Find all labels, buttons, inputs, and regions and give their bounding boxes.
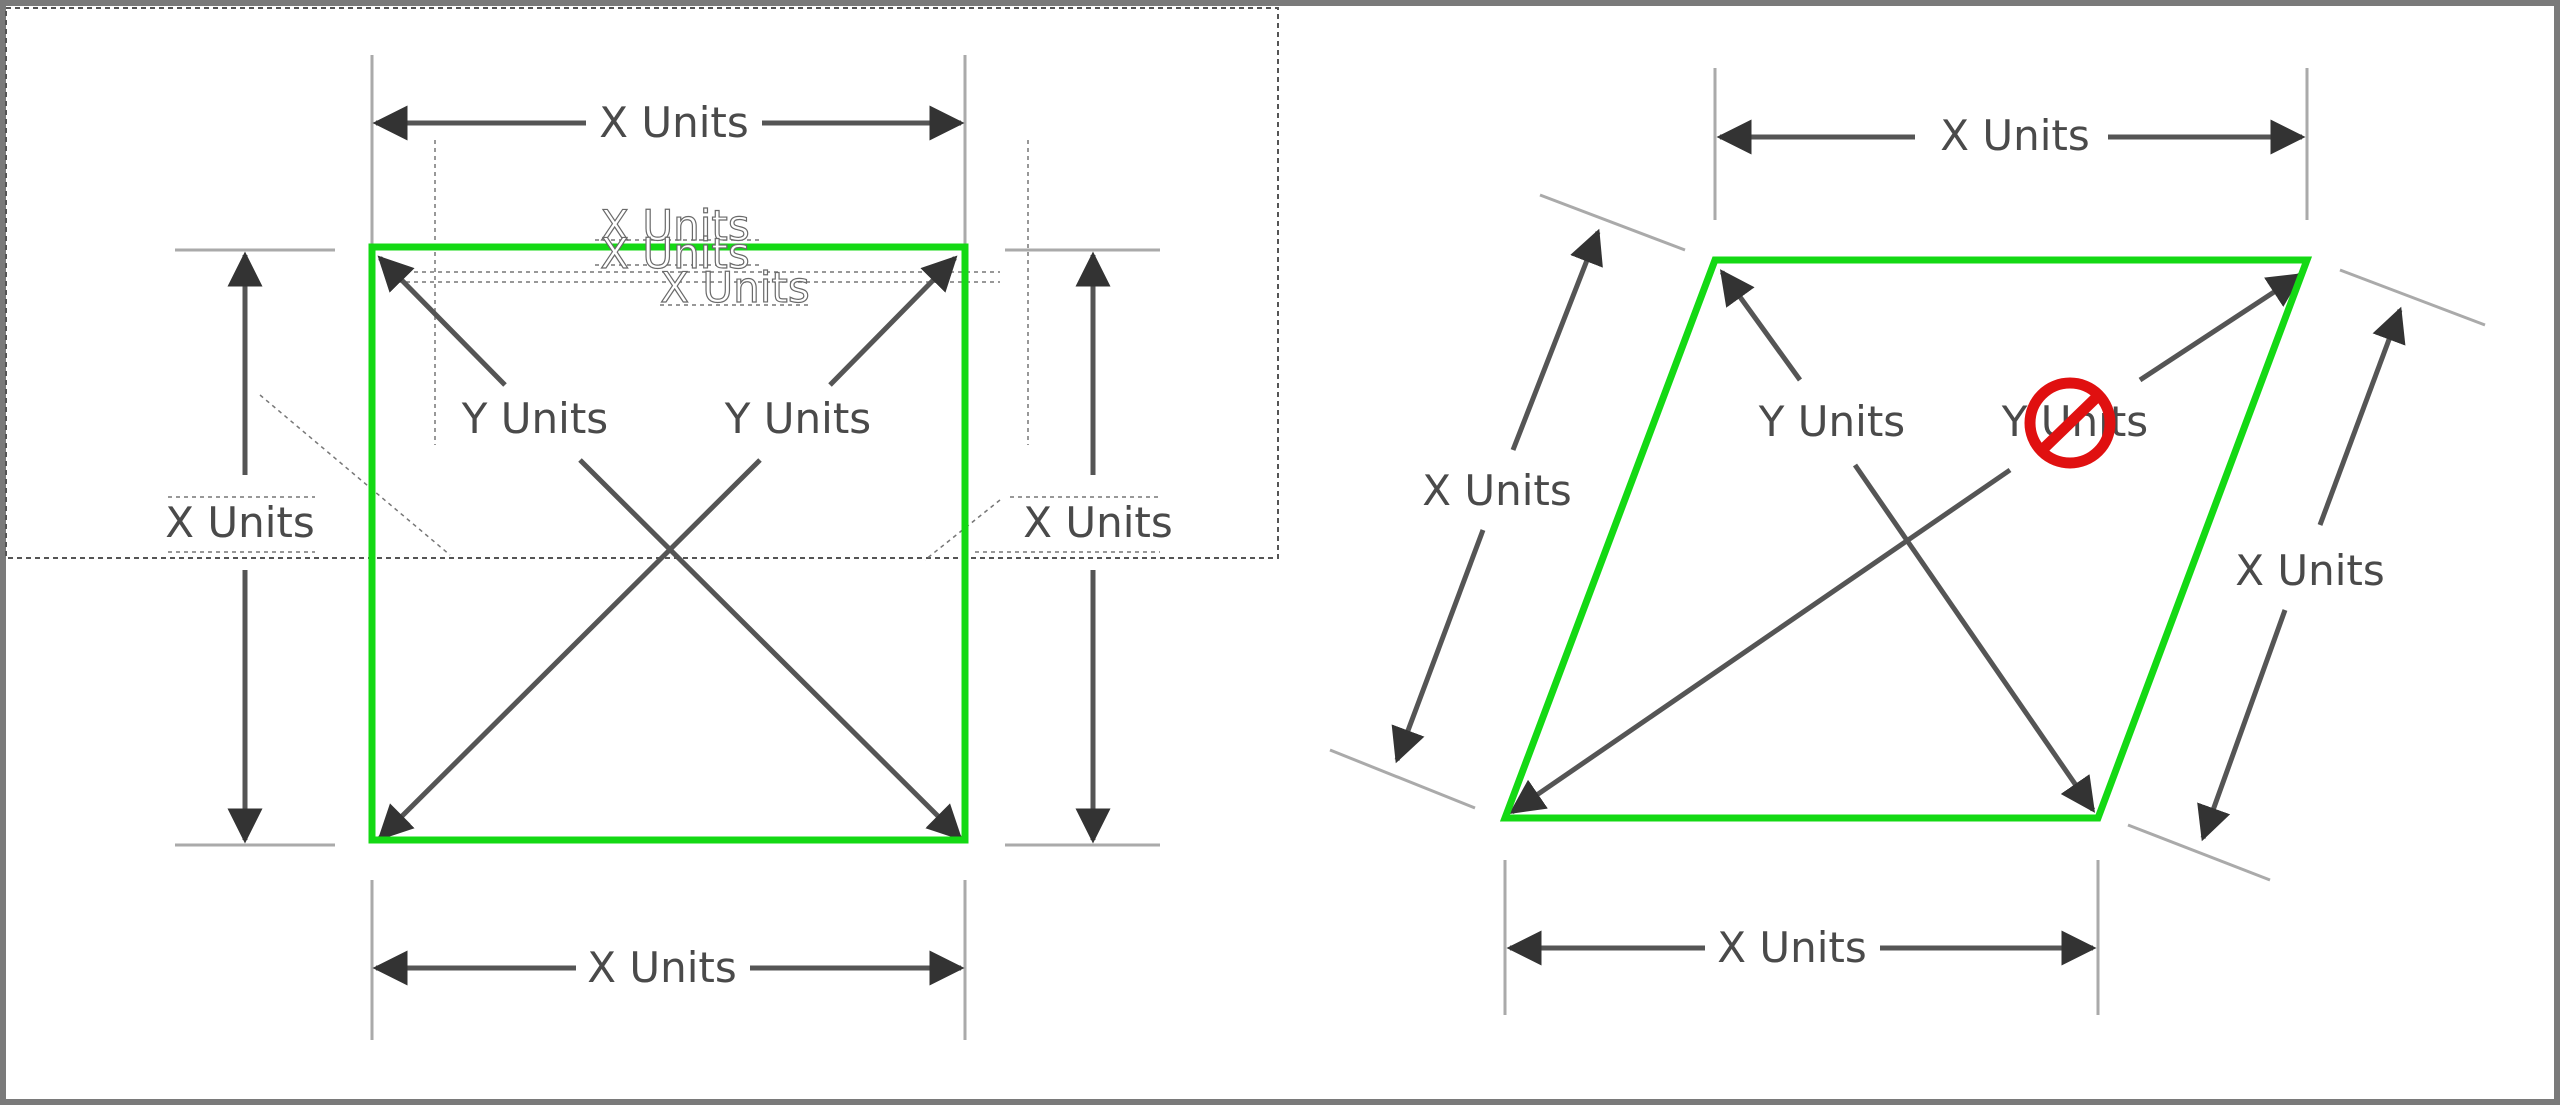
left-dimension-arrows — [227, 105, 1111, 986]
right-left-side-dimension-label: X Units — [1422, 466, 1572, 515]
left-top-dimension-label: X Units — [599, 98, 749, 147]
right-figure: X Units X Units X Units X Units Y Units … — [1329, 68, 2486, 1015]
right-dimension-arrows — [1391, 119, 2406, 966]
rhombus-outline — [1499, 256, 2313, 822]
left-diag-tl — [377, 255, 507, 387]
left-extension-lines — [175, 55, 1160, 1040]
selection-box — [5, 7, 1279, 559]
left-ghost-label-2: X Units — [600, 229, 750, 278]
left-right-dimension-label: X Units — [1023, 498, 1173, 547]
prohibited-icon — [2024, 377, 2116, 469]
left-diag-bl — [377, 458, 762, 841]
left-diag-label-b: Y Units — [724, 394, 871, 443]
left-ghost-label-1: X Units — [600, 201, 750, 250]
left-figure: X Units X Units X Units X Units Y Units … — [165, 55, 1173, 1040]
left-ghost-label-3: X Units — [660, 263, 810, 312]
right-right-side-dimension-label: X Units — [2235, 546, 2385, 595]
right-diag-label-a: Y Units — [1758, 397, 1905, 446]
right-extension-lines — [1329, 68, 2486, 1015]
left-diag-label-a: Y Units — [461, 394, 608, 443]
left-diag-tr — [828, 255, 958, 387]
left-bottom-dimension-label: X Units — [587, 943, 737, 992]
square-outline — [368, 243, 969, 844]
right-bottom-dimension-label: X Units — [1717, 923, 1867, 972]
right-top-dimension-label: X Units — [1940, 111, 2090, 160]
left-left-dimension-label: X Units — [165, 498, 315, 547]
left-diag-br — [578, 458, 963, 841]
